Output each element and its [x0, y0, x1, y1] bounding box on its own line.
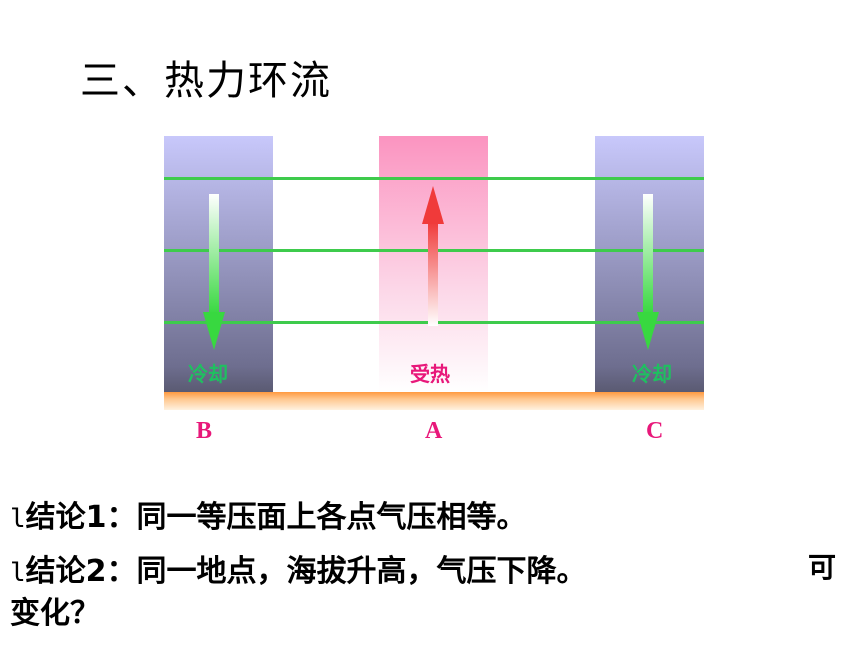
conclusion-1: l结论1：同一等压面上各点气压相等。: [10, 492, 527, 536]
point-c-label: C: [646, 418, 664, 444]
column-a-state-label: 受热: [410, 362, 450, 386]
trailing-fragment: 可: [808, 551, 837, 584]
bullet-marker: l: [10, 504, 26, 534]
column-b-state-label: 冷却: [188, 362, 228, 386]
conclusion-1-text: 结论1：同一等压面上各点气压相等。: [25, 500, 527, 535]
arrow-down-icon: [203, 194, 225, 350]
continuation-text: 变化？: [10, 596, 100, 631]
isobar-line: [164, 177, 704, 180]
point-a-label: A: [425, 418, 443, 444]
ground-surface: [164, 392, 704, 410]
column-c-state-label: 冷却: [632, 362, 672, 386]
point-b-label: B: [196, 418, 213, 444]
bullet-marker: l: [10, 558, 26, 588]
conclusion-2: l结论2：同一地点，海拔升高，气压下降。: [10, 546, 587, 590]
conclusion-2-text: 结论2：同一地点，海拔升高，气压下降。: [25, 554, 587, 589]
slide-title: 三、热力环流: [80, 58, 332, 104]
arrow-down-icon: [637, 194, 659, 350]
arrow-up-icon: [422, 186, 444, 326]
